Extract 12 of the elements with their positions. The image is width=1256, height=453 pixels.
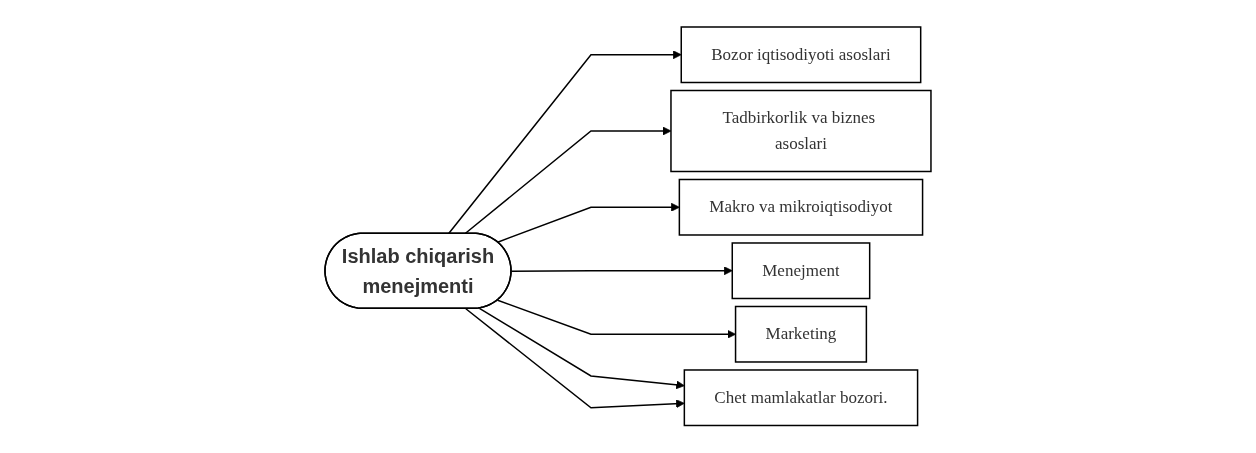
arrow (510, 266, 733, 276)
node-box: Menejment (731, 242, 871, 300)
node-box: Chet mamlakatlar bozori. (683, 369, 919, 427)
node-box: Makro va mikroiqtisodiyot (678, 179, 924, 236)
node-box: Bozor iqtisodiyoti asoslari (680, 26, 922, 84)
node-box: Marketing (734, 306, 868, 363)
node-box: Tadbirkorlik va biznes asoslari (670, 90, 932, 173)
arrow (447, 50, 682, 235)
arrow (478, 307, 685, 390)
arrow (496, 299, 736, 339)
arrow (496, 203, 680, 244)
arrow (465, 308, 685, 409)
